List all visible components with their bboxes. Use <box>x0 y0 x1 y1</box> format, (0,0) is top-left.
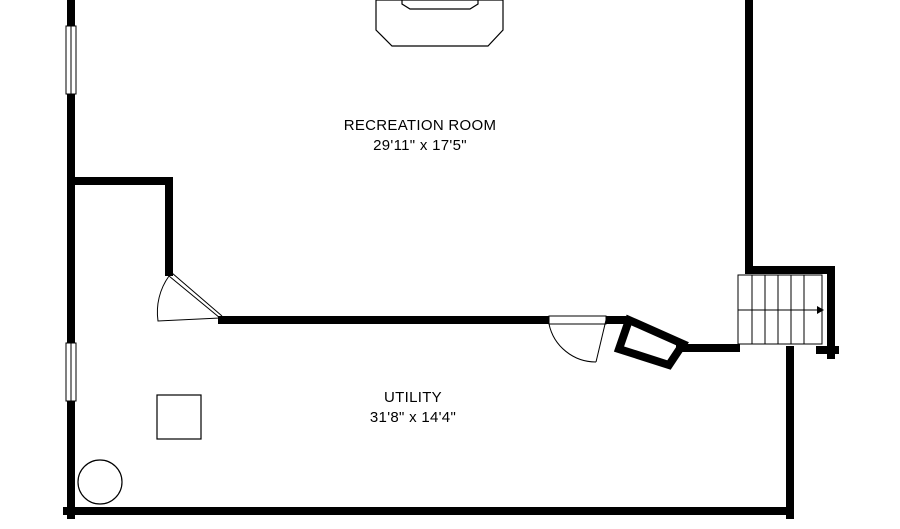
door-utility <box>548 315 607 363</box>
window-upper <box>65 25 77 95</box>
window-lower <box>65 342 77 402</box>
room-size-recreation: 29'11" x 17'5" <box>373 137 467 154</box>
door-closet <box>156 272 223 322</box>
room-name-utility: UTILITY <box>384 389 442 406</box>
square-fixture-icon <box>156 394 202 440</box>
closet-nook <box>613 314 689 370</box>
room-name-recreation: RECREATION ROOM <box>344 117 497 134</box>
fireplace-icon <box>375 0 504 47</box>
water-heater-icon <box>77 459 123 505</box>
room-size-utility: 31'8" x 14'4" <box>370 409 456 426</box>
stairs-icon <box>737 274 824 345</box>
